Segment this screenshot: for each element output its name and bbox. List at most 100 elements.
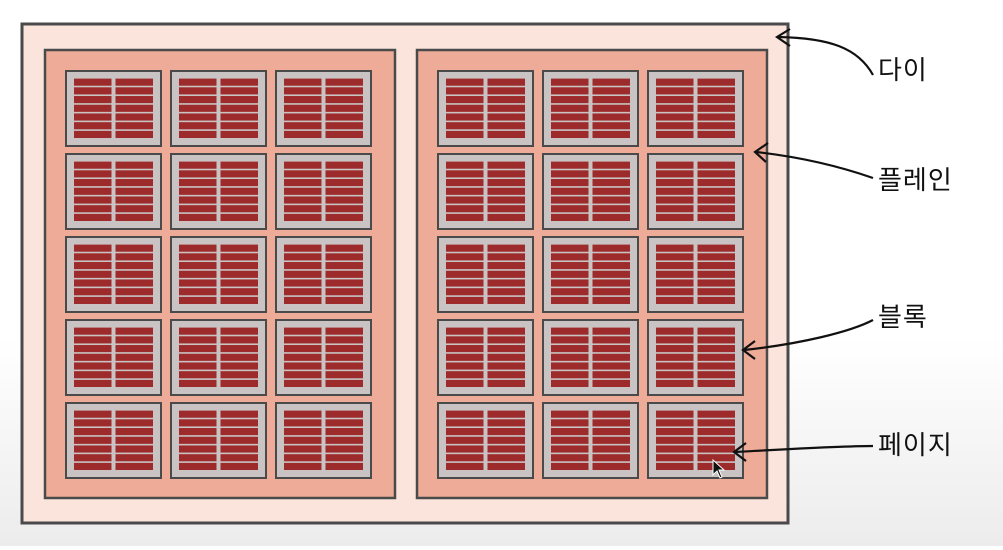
page	[74, 96, 112, 104]
page	[115, 122, 153, 130]
page	[179, 122, 217, 130]
page	[115, 187, 153, 195]
page	[284, 296, 322, 304]
page	[446, 362, 484, 370]
page	[220, 288, 258, 296]
page	[487, 96, 525, 104]
block-label: 블록	[878, 303, 928, 333]
page	[325, 262, 363, 270]
page	[284, 113, 322, 121]
page	[74, 122, 112, 130]
page	[592, 327, 630, 335]
page	[551, 454, 589, 462]
page	[220, 96, 258, 104]
page	[284, 213, 322, 221]
page	[487, 179, 525, 187]
page	[656, 205, 694, 213]
page	[487, 213, 525, 221]
page	[284, 122, 322, 130]
page	[656, 445, 694, 453]
page	[179, 454, 217, 462]
page	[325, 253, 363, 261]
page	[656, 170, 694, 178]
page	[697, 436, 735, 444]
page	[446, 78, 484, 86]
page	[656, 113, 694, 121]
page	[179, 213, 217, 221]
page	[656, 428, 694, 436]
page	[179, 196, 217, 204]
page	[656, 379, 694, 387]
page	[179, 130, 217, 138]
page	[551, 336, 589, 344]
page	[656, 327, 694, 335]
page	[115, 371, 153, 379]
page	[179, 445, 217, 453]
page	[220, 462, 258, 470]
page	[179, 87, 217, 95]
page	[446, 196, 484, 204]
page	[656, 253, 694, 261]
page	[115, 296, 153, 304]
page	[284, 130, 322, 138]
page	[697, 113, 735, 121]
page	[656, 279, 694, 287]
page	[697, 419, 735, 427]
page	[446, 253, 484, 261]
plane-label: 플레인	[878, 166, 953, 196]
page	[697, 262, 735, 270]
page	[697, 179, 735, 187]
page	[656, 78, 694, 86]
page	[284, 196, 322, 204]
page	[325, 161, 363, 169]
page	[656, 130, 694, 138]
page	[446, 288, 484, 296]
page	[656, 96, 694, 104]
page	[284, 187, 322, 195]
page	[487, 327, 525, 335]
page	[115, 379, 153, 387]
page	[220, 253, 258, 261]
page	[592, 87, 630, 95]
page	[325, 213, 363, 221]
page	[592, 205, 630, 213]
page	[592, 345, 630, 353]
page	[487, 462, 525, 470]
page	[325, 445, 363, 453]
page	[284, 288, 322, 296]
page	[446, 96, 484, 104]
page	[446, 161, 484, 169]
page	[284, 161, 322, 169]
page	[325, 78, 363, 86]
page	[115, 96, 153, 104]
page	[115, 362, 153, 370]
page	[551, 104, 589, 112]
page	[74, 288, 112, 296]
page	[325, 122, 363, 130]
page	[656, 87, 694, 95]
page	[697, 205, 735, 213]
page	[325, 244, 363, 252]
page	[697, 96, 735, 104]
page	[220, 270, 258, 278]
page	[179, 428, 217, 436]
page	[446, 187, 484, 195]
page	[179, 462, 217, 470]
page	[179, 262, 217, 270]
page	[220, 213, 258, 221]
page	[179, 244, 217, 252]
page	[551, 327, 589, 335]
page	[592, 419, 630, 427]
block-arrow	[743, 319, 874, 352]
page	[551, 170, 589, 178]
page	[74, 161, 112, 169]
page	[179, 113, 217, 121]
page	[284, 327, 322, 335]
page	[325, 410, 363, 418]
page	[446, 179, 484, 187]
page	[446, 130, 484, 138]
page	[592, 445, 630, 453]
die-arrowhead	[774, 28, 791, 47]
page	[656, 296, 694, 304]
page	[551, 213, 589, 221]
